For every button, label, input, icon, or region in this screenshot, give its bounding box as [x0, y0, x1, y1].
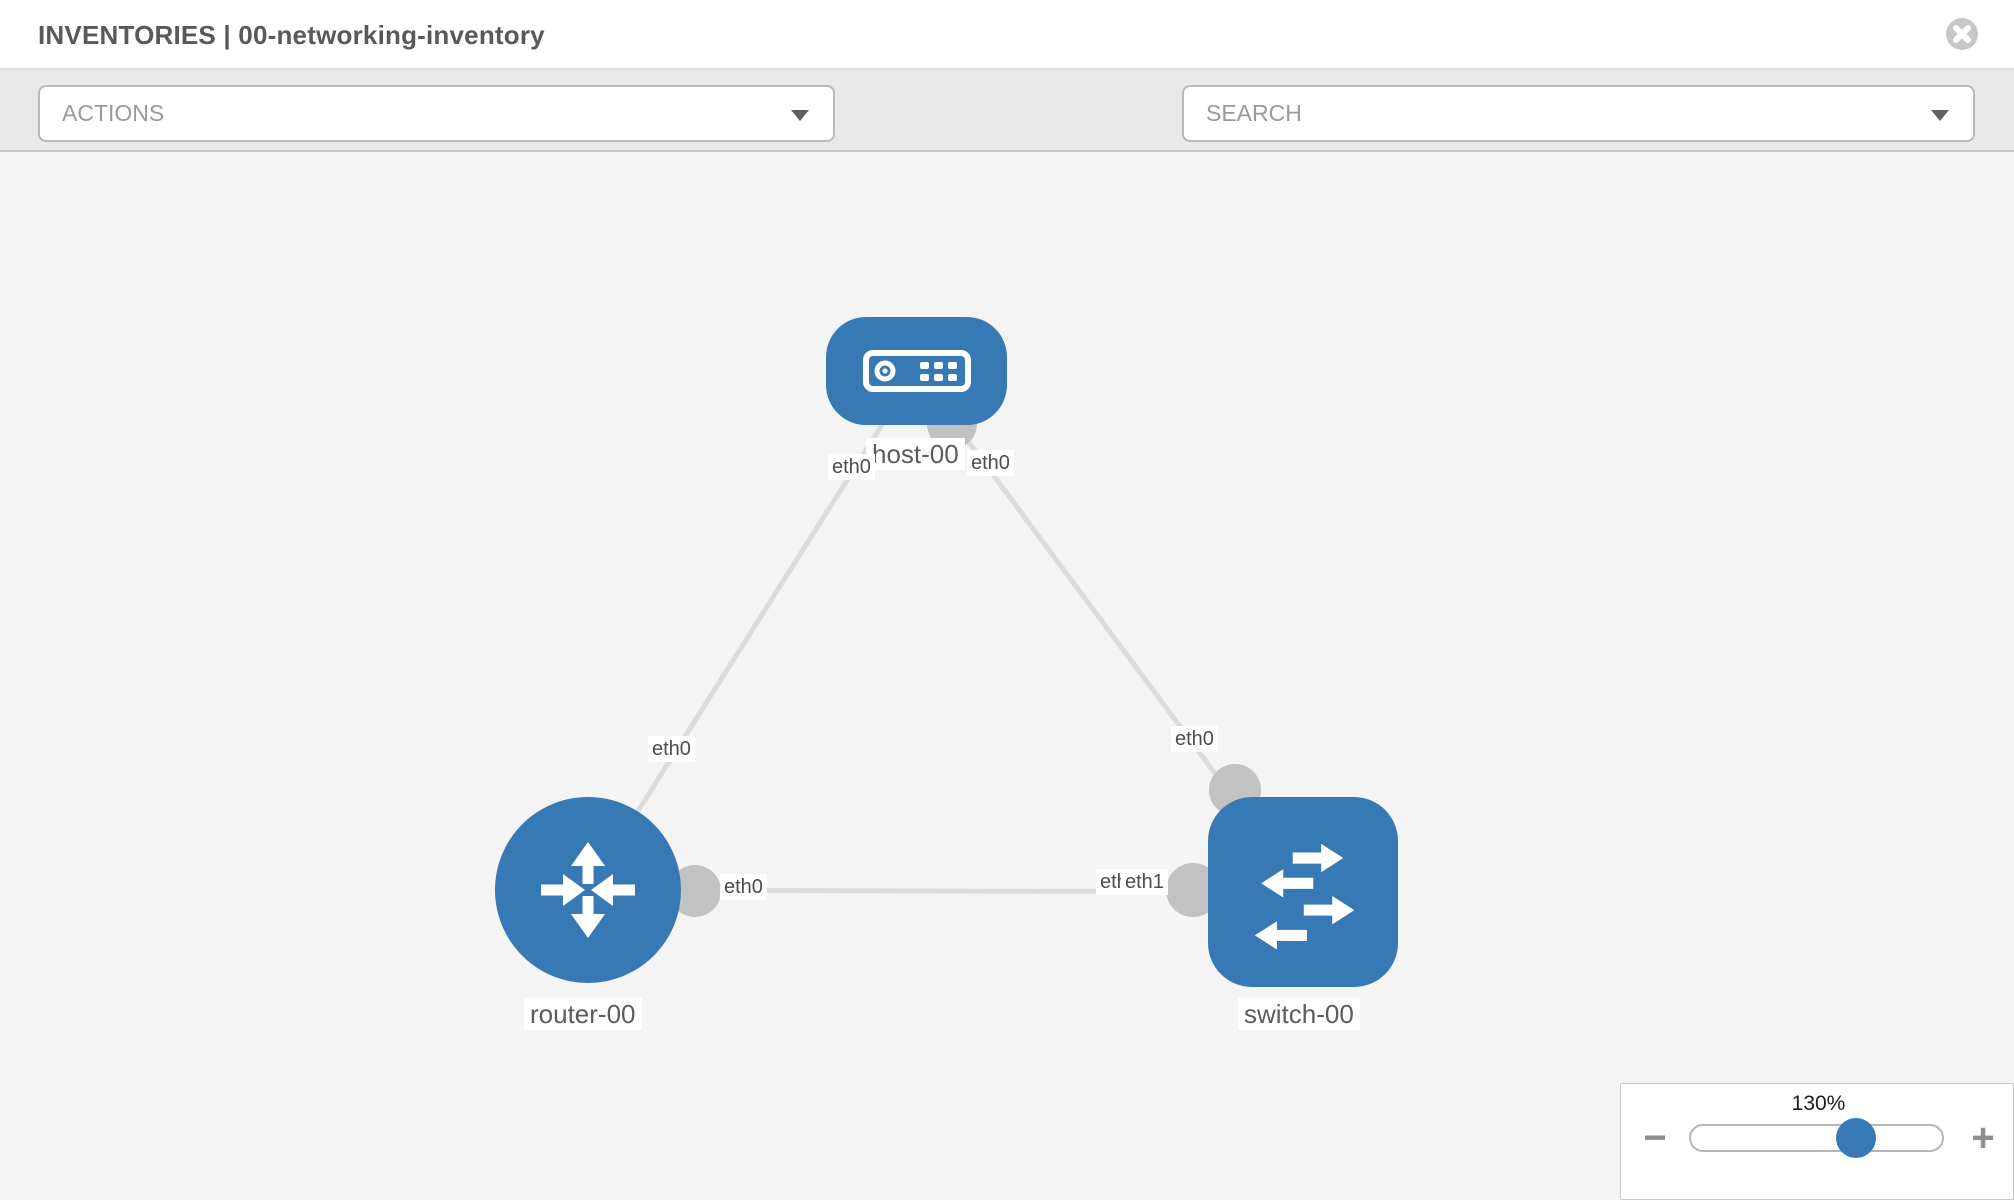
caret-down-icon: [791, 110, 809, 121]
page-title: INVENTORIES | 00-networking-inventory: [38, 20, 545, 50]
zoom-slider-knob[interactable]: [1836, 1118, 1876, 1158]
close-icon: [1946, 18, 1978, 50]
connector-router-right[interactable]: [669, 865, 721, 917]
server-icon: [862, 350, 971, 392]
search-input[interactable]: [1184, 87, 1973, 140]
actions-dropdown-label: ACTIONS: [62, 100, 165, 126]
interface-label: eth0: [967, 450, 1014, 476]
page-header: INVENTORIES | 00-networking-inventory: [0, 0, 2014, 70]
switch-arrows-icon: [1254, 843, 1355, 950]
connector-switch-left[interactable]: [1166, 863, 1220, 917]
node-label-router: router-00: [524, 998, 642, 1030]
node-host-00[interactable]: [826, 317, 1007, 425]
search-box: [1182, 85, 1975, 142]
topology-edges-layer: [585, 369, 1306, 917]
interface-label: eth0: [1171, 726, 1218, 752]
interface-label: eth1: [1121, 869, 1168, 895]
interface-label: eth0: [720, 874, 767, 900]
zoom-out-button[interactable]: −: [1635, 1114, 1675, 1162]
zoom-level-readout: 130%: [1791, 1092, 1846, 1115]
zoom-in-button[interactable]: +: [1963, 1114, 2003, 1162]
caret-down-icon: [1931, 110, 1949, 121]
node-switch-00[interactable]: [1208, 797, 1398, 987]
interface-label: eth0: [828, 454, 875, 480]
interface-label: eth0: [648, 736, 695, 762]
actions-dropdown[interactable]: ACTIONS: [38, 85, 835, 142]
zoom-slider-track[interactable]: [1689, 1118, 1944, 1158]
router-arrows-icon: [541, 842, 635, 938]
zoom-control-panel: 130% − +: [1620, 1083, 2014, 1200]
close-button[interactable]: [1945, 17, 1979, 51]
topology-canvas[interactable]: host-00 eth0 eth0 eth0 eth0 eth0 eth1 et…: [0, 152, 2014, 1200]
node-label-switch: switch-00: [1238, 998, 1360, 1030]
toolbar: ACTIONS: [0, 70, 2014, 204]
node-router-00[interactable]: [495, 797, 681, 983]
node-label-host: host-00: [866, 438, 965, 470]
